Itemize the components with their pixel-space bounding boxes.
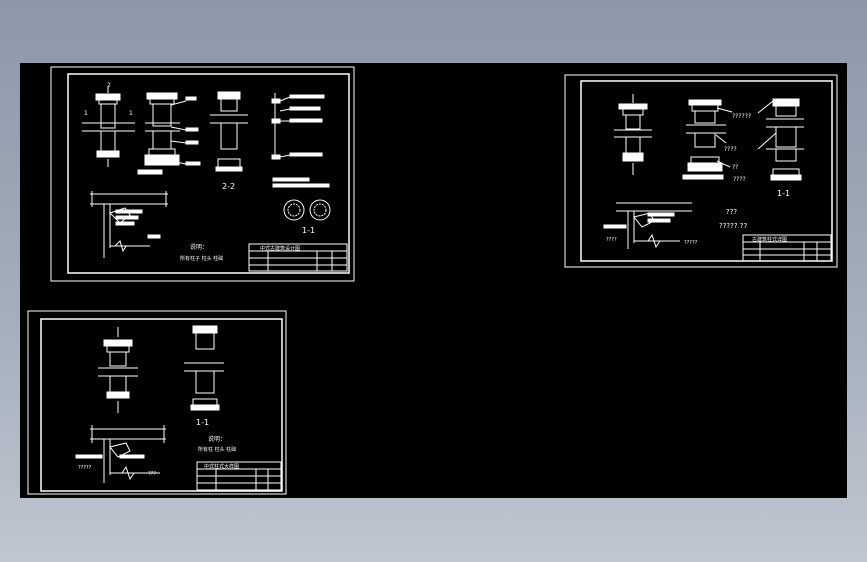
section-label-1-1: 1-1 xyxy=(777,189,790,198)
cad-drawing-canvas[interactable]: 2 1 1 xyxy=(20,63,847,498)
sheet-2-title-block[interactable]: 古建筑柱式详图 xyxy=(742,234,832,262)
axis-label-1-right: 1 xyxy=(129,110,133,117)
sheet-2-outer-border xyxy=(564,74,838,268)
section-1-1-callouts xyxy=(271,93,325,160)
section-2-2 xyxy=(210,91,248,172)
sheet-2-title-text: 古建筑柱式详图 xyxy=(752,236,787,243)
callout-label: ?????? xyxy=(732,113,751,120)
column-elevation-a xyxy=(82,87,135,167)
sheet-3-note-body: 所有柱 柱头 柱础 xyxy=(198,446,236,453)
callout-label: ???? xyxy=(724,146,737,153)
axis-label-1-left: 1 xyxy=(84,110,88,117)
drawing-sheet-3[interactable]: 1-1 ????? ??? 说明： 所有柱 柱头 柱础 xyxy=(27,310,287,495)
callout-label: ???? xyxy=(733,176,746,183)
section-label-2-2: 2-2 xyxy=(222,182,235,191)
sheet-3-title-block[interactable]: 中式柱式大样图 xyxy=(196,461,282,491)
section-label-1-1: 1-1 xyxy=(302,226,315,235)
drawing-sheet-2[interactable]: ?????? ???? ?? ???? 1-1 xyxy=(564,74,838,268)
round-column-plan xyxy=(272,177,331,221)
sheet-3-bracket-detail xyxy=(75,425,166,483)
callout-label: ????? xyxy=(78,465,92,471)
sheet-1-note-title: 说明： xyxy=(190,243,208,251)
sheet-3-inner-border xyxy=(40,318,283,492)
sheet-1-title-block[interactable]: 中式古建筑设计图 xyxy=(248,243,348,272)
sheet-1-outer-border xyxy=(50,66,355,282)
sheet-2-section-1-1 xyxy=(757,98,804,181)
column-elevation-b xyxy=(137,92,201,175)
axis-label-2: 2 xyxy=(107,82,111,89)
sheet-2-note-title: ??? xyxy=(726,208,737,216)
cad-model-space[interactable]: 2 1 1 xyxy=(20,63,847,498)
sheet-1-inner-border xyxy=(67,73,350,274)
sheet-2-note-body: ?????.?? xyxy=(719,222,748,230)
sheet-1-note-body: 所有柱子 柱头 柱础 xyxy=(180,255,223,262)
beam-bracket-detail xyxy=(90,191,168,258)
sheet-3-outer-border xyxy=(27,310,287,495)
sheet-3-title-text: 中式柱式大样图 xyxy=(204,463,239,470)
sheet-2-bracket-detail xyxy=(603,202,692,249)
callout-label: ???? xyxy=(606,237,617,243)
callout-label: ?? xyxy=(732,164,738,171)
sheet-1-title-text: 中式古建筑设计图 xyxy=(260,245,300,252)
sheet-2-column-detail xyxy=(682,99,733,180)
section-label-1-1: 1-1 xyxy=(196,418,209,427)
callout-label: ??? xyxy=(148,471,156,477)
sheet-3-section-1-1 xyxy=(184,325,224,411)
sheet-2-inner-border xyxy=(580,80,833,262)
drawing-sheet-1[interactable]: 2 1 1 xyxy=(50,66,355,282)
sheet-2-column-elevation xyxy=(614,94,652,175)
sheet-3-column-elevation xyxy=(98,327,138,413)
sheet-3-note-title: 说明： xyxy=(208,435,226,443)
callout-label: ????? xyxy=(684,240,698,246)
